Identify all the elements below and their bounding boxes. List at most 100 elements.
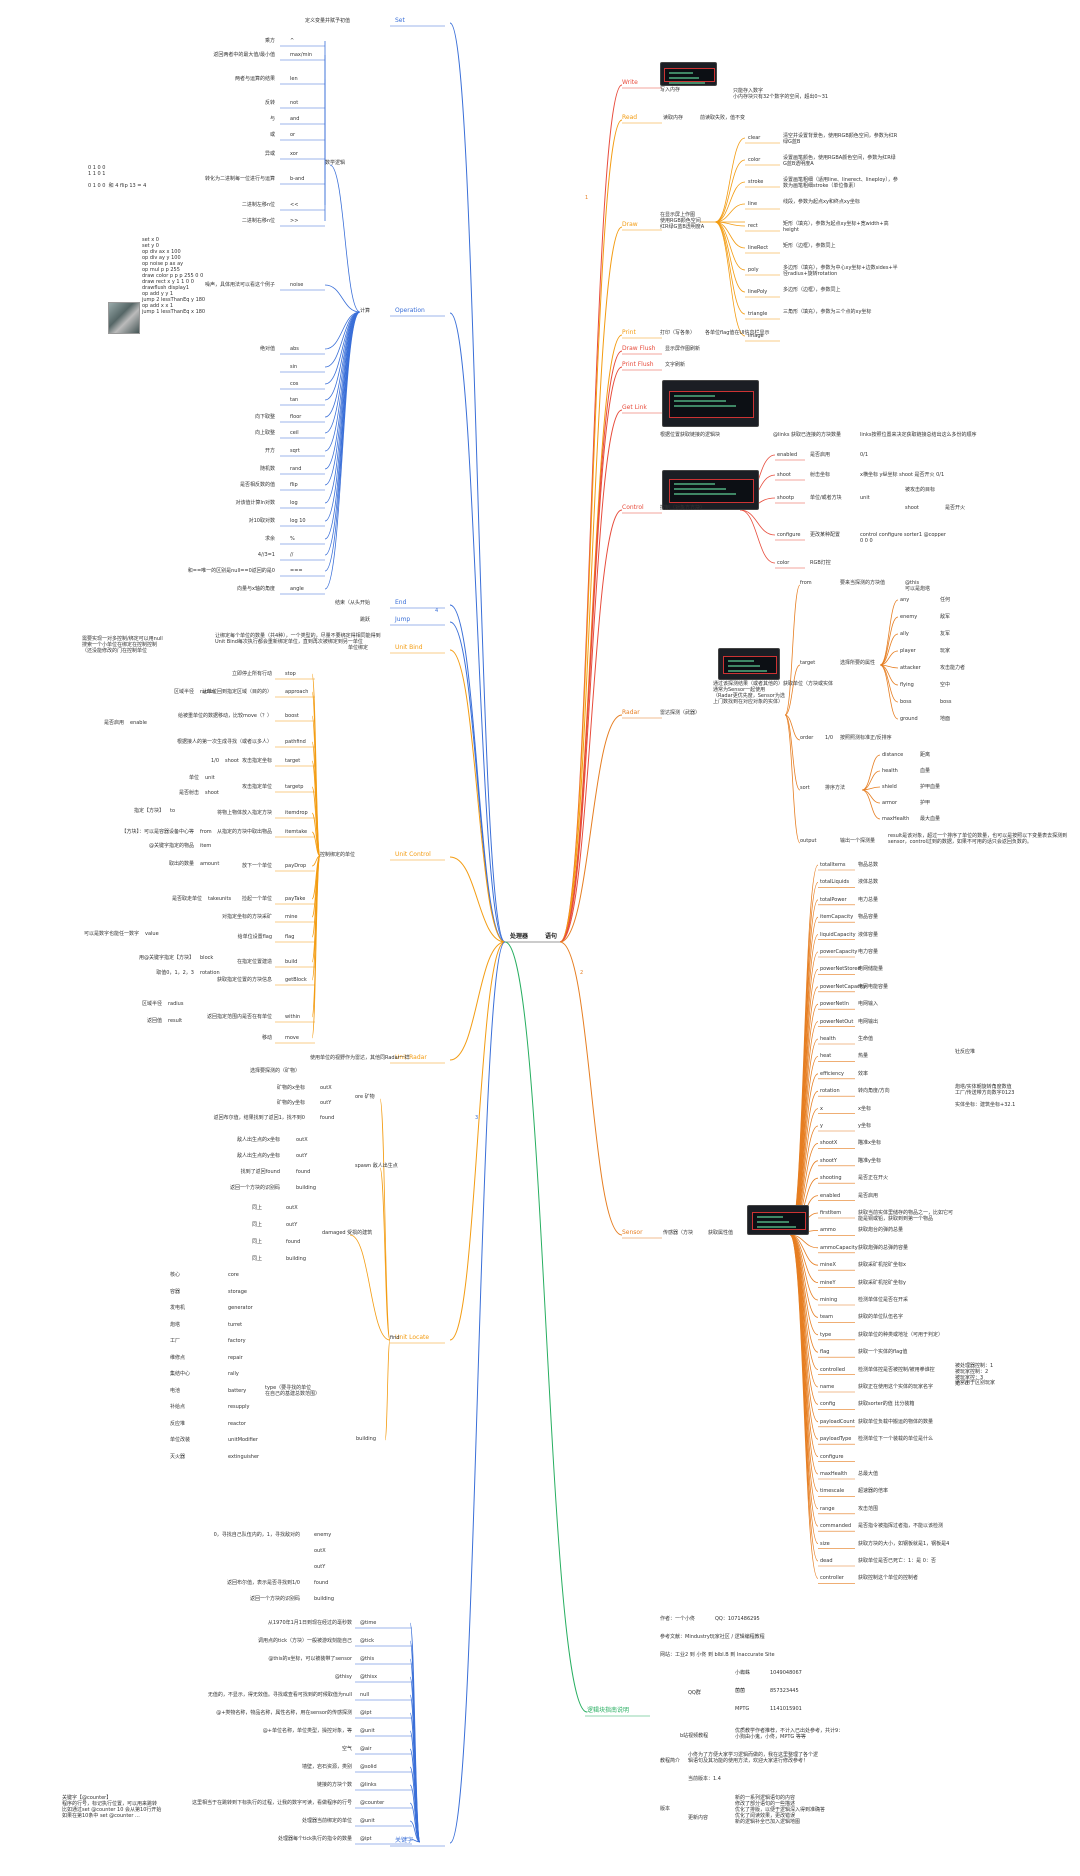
op-desc: 异或 (264, 151, 275, 157)
radar-target-item: enemy (900, 614, 918, 620)
radar-sort-item: maxHealth (882, 816, 910, 822)
sensor-item-extra: 被处理器控制：1 被玩家控制：2 被玩家控：3 无：0 (955, 1362, 994, 1387)
op-desc: 噪声，具体用法可以看这个例子 (204, 282, 275, 288)
sensor-item-key: powerNetCapacity (820, 983, 867, 990)
radar-target-key: target (800, 660, 816, 666)
sensor-item-key: config (820, 1401, 836, 1408)
sensor-item-key: dead (820, 1558, 833, 1564)
connector-line (311, 855, 321, 938)
uc-param: from (200, 829, 212, 835)
radar-target-item: ground (900, 716, 918, 722)
connector-line (714, 181, 746, 223)
locate-type-key: battery (228, 1387, 247, 1394)
uc-param: amount (200, 861, 220, 867)
op-symbol: flip (290, 482, 298, 488)
sensor-item-desc: 获取单位是否已死亡：1：是 0：否 (858, 1558, 936, 1564)
radar-sort-item: armor (882, 800, 898, 806)
radar-sort-desc: 排序方法 (825, 785, 846, 791)
op-symbol: b-and (290, 176, 305, 182)
radar-target-label: 敌军 (940, 614, 951, 620)
control-item-desc: 更改某种配置 (810, 532, 841, 538)
sensor-item-key: ammoCapacity (820, 1244, 858, 1251)
radar-sort-label: 最大血量 (920, 816, 941, 822)
connector-line (449, 941, 506, 1844)
op-desc: 两者与运算的结果 (234, 76, 275, 82)
guide-update: 版本 (660, 1806, 671, 1812)
uc-desc: 捡起一个单位 (241, 896, 272, 902)
uc-desc: 返回指定范围内是否在有单位 (206, 1014, 272, 1020)
control-item-key: shootp (777, 495, 795, 501)
sensor-item-key: type (820, 1331, 832, 1338)
kw-desc: @+类物名称，物品名称，属性名称，用在sensor的传感探测 (216, 1710, 352, 1716)
connector-line (879, 616, 899, 666)
noise-image (108, 302, 140, 334)
locate-type-val: 维修点 (170, 1354, 186, 1361)
guide-group-name: 菌菌 (735, 1688, 746, 1694)
sensor-item-key: powerNetIn (820, 1001, 849, 1008)
radar-sort-label: 血量 (920, 768, 931, 774)
locate-spawn-key: outX (296, 1137, 308, 1143)
sensor-item-key: ammo (820, 1227, 836, 1234)
locate-ore-key: found (320, 1115, 335, 1121)
uc-desc: 给单位设置flag (237, 934, 272, 940)
locate-type-key: unitModifier (228, 1437, 258, 1443)
control-item-extra: 0/1 (860, 452, 869, 458)
sensor-item-key: mining (820, 1297, 838, 1303)
radar-target-item: boss (900, 699, 912, 705)
op-desc: 随机数 (259, 466, 275, 472)
uc-command: targetp (285, 784, 304, 790)
sensor-item-key: range (820, 1505, 835, 1512)
connector-line (409, 1838, 421, 1843)
sensor-item-desc: 获取炮弹的总弹药容量 (858, 1244, 909, 1251)
sensor-item-desc: 电网输出 (858, 1018, 879, 1025)
sensor-item-desc: 液体总数 (858, 879, 879, 886)
radar-target-label: boss (940, 699, 952, 705)
print-flush-desc: 文字刷新 (665, 362, 686, 368)
radar-output-key: output (800, 838, 817, 844)
sensor-item-key: controlled (820, 1366, 845, 1373)
locate-type-key: storage (228, 1288, 247, 1295)
draw-item-key: triangle (748, 311, 768, 317)
sensor-item-desc: 获取方块的大小，如钢板就是1，钢板是4 (858, 1540, 950, 1547)
connector-line (784, 664, 801, 716)
op-desc: 二进制右移n位 (241, 218, 275, 224)
getlink-desc: 根据位置获取链接的逻辑块 (660, 432, 721, 438)
end-desc: 结束（从头开始 (334, 600, 370, 606)
sensor-item-key: configure (820, 1453, 844, 1460)
sensor-item-key: health (820, 1036, 836, 1042)
branch-draw: Draw (622, 221, 638, 228)
sensor-item-key: efficiency (820, 1070, 845, 1077)
guide-update-note: 新的一系列逻辑语句的内容 修改了部分语句的一些描述 优化了排版，以便于逻辑深入得… (735, 1795, 826, 1825)
kw-key: @links (360, 1782, 377, 1788)
control-desc: 控制（对象方方块） (660, 505, 706, 511)
connector-line (449, 941, 506, 1061)
locate-damaged-val: 同上 (251, 1239, 262, 1245)
kw-desc: 处理器每个tick执行的指令的数量 (278, 1836, 352, 1842)
locate-building: building (356, 1436, 377, 1442)
connector-line (714, 159, 746, 223)
locate-type-key: repair (228, 1354, 243, 1361)
locate-type-key: resupply (228, 1404, 250, 1410)
sensor-item-key: totalLiquids (820, 879, 850, 886)
op-symbol: ^ (290, 38, 295, 44)
uc-desc: 放下一个单位 (241, 863, 272, 869)
sensor-item-desc: 液体容量 (858, 931, 879, 938)
radar-target-label: 地面 (940, 716, 951, 722)
connector-line (379, 1098, 391, 1341)
sensor-item-desc: 获取炮台的弹药总量 (858, 1227, 904, 1234)
connector-line (789, 1234, 819, 1492)
control-item-desc: RGB灯控 (810, 560, 831, 566)
draw-item-key: stroke (748, 179, 764, 185)
uc-desc: 让单位回到指定区域（目的的） (201, 689, 272, 695)
sensor-item-key: liquidCapacity (820, 931, 856, 938)
guide-video: b站视频教程 (680, 1733, 709, 1739)
connector-line (879, 664, 899, 720)
connector-line (324, 311, 361, 486)
sensor-item-key: shootX (820, 1140, 838, 1147)
unit-radar-desc: 使用单位的视野作为雷达，其他同Radar一样 (310, 1055, 410, 1061)
connector-line (879, 664, 899, 703)
guide-video-note: 优质教学作者推荐，不计入已出处参考，共计9： 小狗由小鬼，小佟，MPTG 等等 (735, 1728, 844, 1740)
connector-line (714, 203, 746, 223)
draw-item-desc: 线段，参数为起点xy和终点xy坐标 (783, 199, 860, 205)
connector-line (324, 311, 361, 540)
